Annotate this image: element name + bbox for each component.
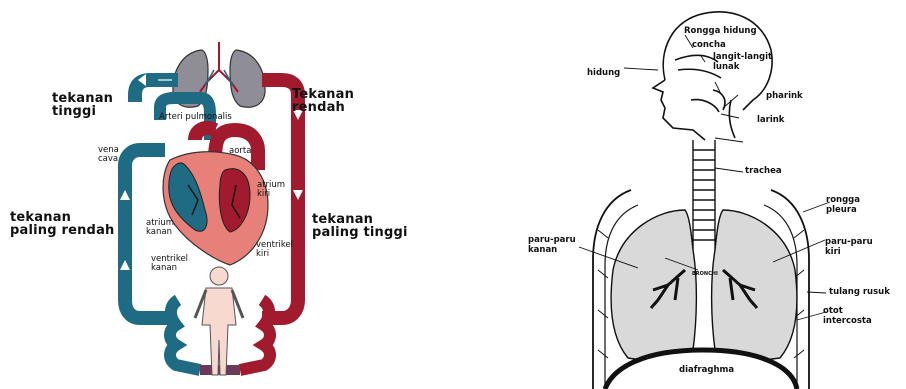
label-ventrikel-kanan: ventrikel kanan (151, 255, 188, 272)
label-langit-langit-lunak: langit-langit lunak (713, 53, 772, 73)
label-hidung: hidung (587, 69, 620, 78)
label-paru-paru-kanan: paru-paru kanan (528, 235, 576, 255)
label-otot-intercosta: otot intercosta (823, 307, 872, 327)
respiratory-diagram: Rongga hidung concha langit-langit lunak… (453, 0, 906, 389)
lungs-illustration (611, 210, 797, 360)
label-arteri-pulmonalis: Arteri pulmonalis (159, 113, 232, 122)
label-rongga-hidung: Rongga hidung (684, 27, 757, 36)
label-tekanan-paling-rendah: tekanan paling rendah (10, 211, 115, 237)
label-diafraghma: diafraghma (679, 366, 734, 375)
label-bronchi: BRONCHI (692, 272, 718, 277)
label-ventrikel-kiri: ventrikel kiri (256, 241, 293, 258)
label-atrium-kiri: atrium kiri (257, 181, 285, 198)
label-vena-cava: vena cava (98, 146, 119, 163)
label-concha: concha (692, 41, 726, 50)
label-paru-paru-kiri: paru-paru kiri (825, 237, 873, 257)
label-trachea: trachea (745, 167, 782, 176)
label-tekanan-paling-tinggi: tekanan paling tinggi (312, 213, 408, 239)
human-figure (195, 267, 243, 375)
circulation-diagram: tekanan tinggi Tekanan rendah tekanan pa… (0, 0, 453, 389)
label-larink: larink (757, 116, 784, 125)
label-tulang-rusuk: tulang rusuk (829, 288, 890, 297)
label-tekanan-tinggi: tekanan tinggi (52, 92, 113, 118)
label-rongga-pleura: rongga pleura (826, 196, 860, 216)
label-pharink: pharink (766, 92, 803, 101)
label-aorta: aorta (229, 147, 251, 156)
label-atrium-kanan: atrium kanan (146, 219, 174, 236)
label-tekanan-rendah: Tekanan rendah (292, 88, 354, 114)
circulation-artwork (0, 0, 453, 389)
heart-illustration (163, 152, 268, 265)
